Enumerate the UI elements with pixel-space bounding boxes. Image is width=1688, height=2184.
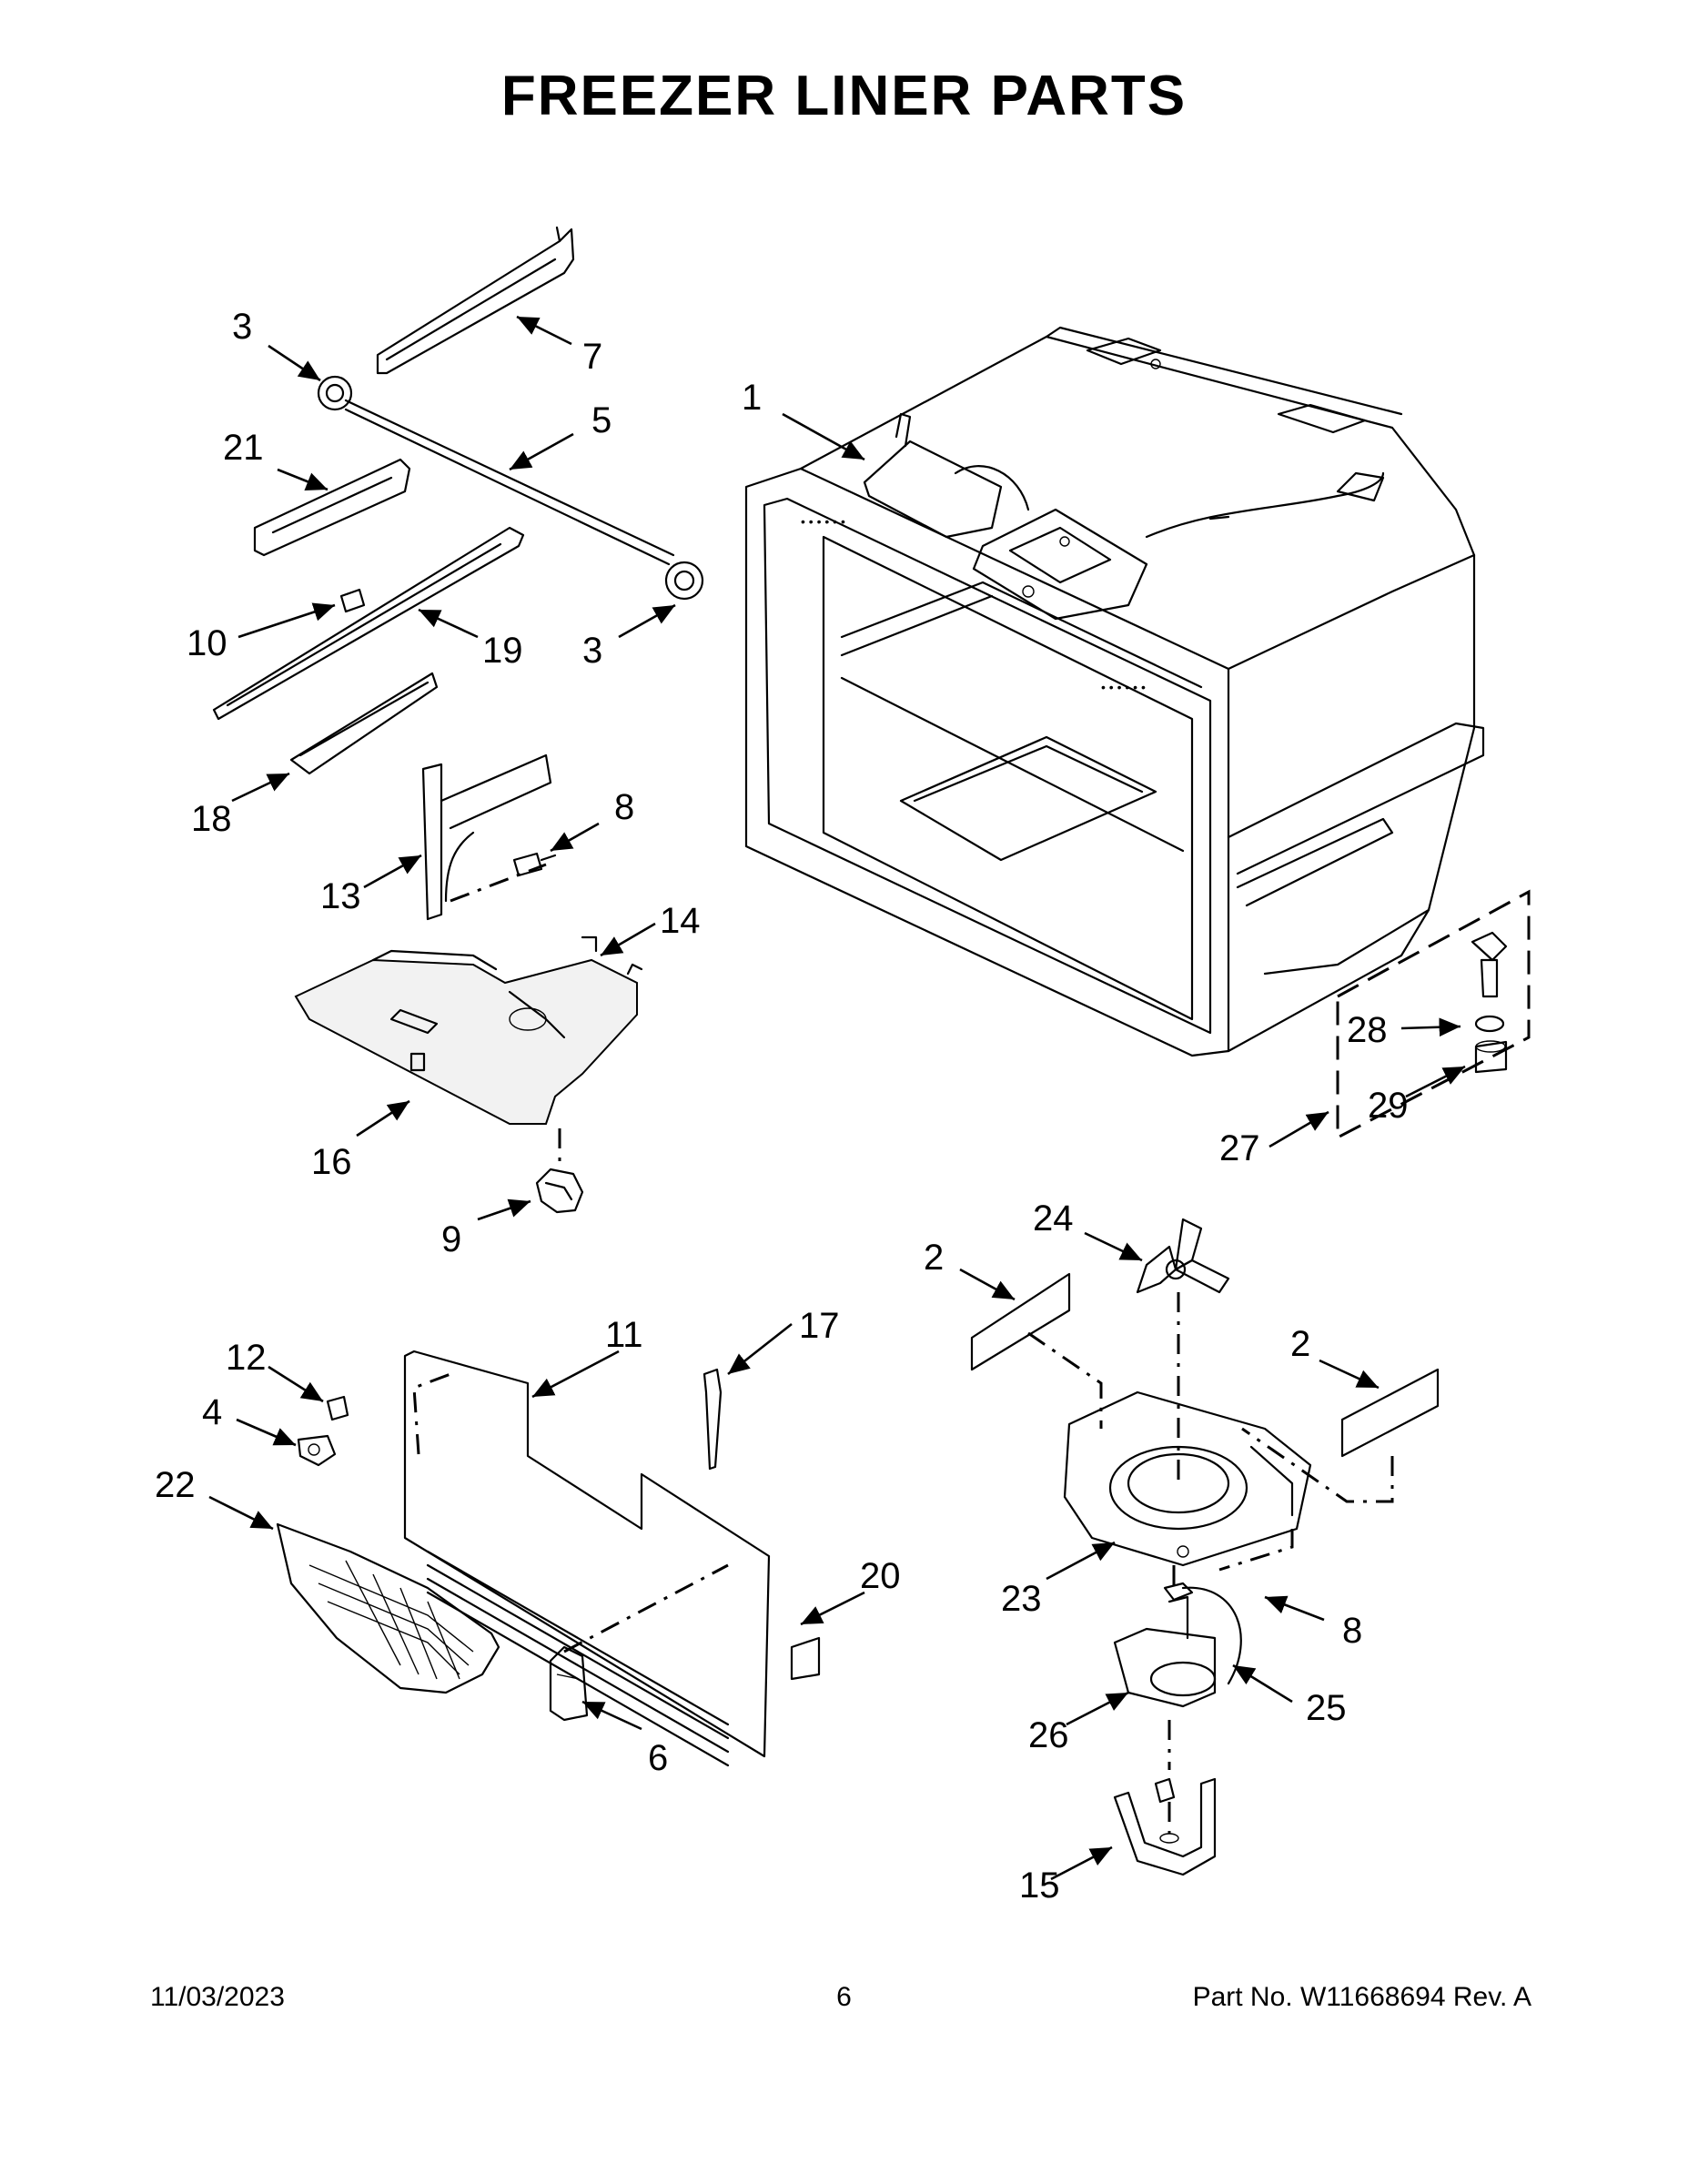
callout-14: 14 [660, 901, 701, 941]
bolt-and-fan-parts [297, 1395, 349, 1467]
callout-2b: 2 [1290, 1324, 1310, 1364]
callout-10: 10 [187, 623, 227, 663]
callout-8: 8 [614, 787, 634, 827]
cap-part [549, 1645, 589, 1722]
callout-15: 15 [1019, 1866, 1060, 1906]
gear-shaft-assembly [317, 375, 704, 601]
callout-26: 26 [1028, 1715, 1069, 1755]
callout-8b: 8 [1342, 1611, 1362, 1651]
callout-19: 19 [482, 631, 523, 671]
alignment-lines [412, 863, 1531, 1834]
page-title: FREEZER LINER PARTS [500, 65, 1188, 127]
page-number: 6 [836, 1982, 852, 2012]
callout-6: 6 [648, 1738, 668, 1778]
evaporator-cover-part [294, 935, 643, 1125]
screw-part [512, 852, 557, 877]
part-number: Part No. W11668694 Rev. A [1192, 1982, 1531, 2012]
callout-27: 27 [1219, 1128, 1260, 1168]
callout-16: 16 [311, 1142, 352, 1182]
callout-22: 22 [155, 1465, 196, 1505]
foam-strip-part [790, 1636, 821, 1681]
callout-20: 20 [860, 1556, 901, 1596]
left-rails-part [212, 458, 525, 775]
callout-11: 11 [605, 1315, 643, 1355]
callout-12: 12 [226, 1338, 267, 1378]
foam-block-part [970, 1272, 1440, 1458]
callout-25: 25 [1306, 1688, 1347, 1728]
callout-18: 18 [191, 799, 232, 839]
fan-blade-part [1136, 1218, 1230, 1294]
callout-3: 3 [232, 307, 252, 347]
freezer-liner-part: • • • • • • • • • • • • [744, 326, 1485, 1057]
callout-2: 2 [924, 1238, 944, 1278]
callout-24: 24 [1033, 1198, 1074, 1239]
callout-7: 7 [582, 337, 602, 377]
svg-text:• • • • • •: • • • • • • [801, 514, 845, 529]
callout-labels: 3 7 5 21 1 10 19 3 18 8 13 14 16 9 12 11… [155, 307, 1409, 1906]
upper-rail-part [376, 226, 575, 375]
damper-part [535, 1168, 584, 1214]
callout-5: 5 [591, 400, 612, 440]
fan-shroud-part [1063, 1390, 1312, 1567]
drain-assembly-part [1471, 931, 1508, 1074]
callout-21: 21 [223, 428, 264, 468]
callout-3b: 3 [582, 631, 602, 671]
callout-13: 13 [320, 876, 361, 916]
callout-9: 9 [441, 1219, 461, 1259]
footer-date: 11/03/2023 [150, 1982, 285, 2012]
callout-leaders [208, 315, 1466, 1881]
callout-1: 1 [742, 378, 762, 418]
callout-17: 17 [799, 1306, 840, 1346]
svg-text:• • • • • •: • • • • • • [1101, 680, 1146, 694]
sensor-probe-part [702, 1368, 723, 1471]
callout-4: 4 [202, 1392, 222, 1432]
bracket-part [421, 753, 552, 921]
fan-motor-part [1113, 1582, 1242, 1876]
clip-part [409, 1052, 426, 1072]
callout-29: 29 [1368, 1086, 1409, 1126]
grille-part [276, 1522, 500, 1694]
callout-23: 23 [1001, 1579, 1042, 1619]
callout-28: 28 [1347, 1010, 1388, 1050]
